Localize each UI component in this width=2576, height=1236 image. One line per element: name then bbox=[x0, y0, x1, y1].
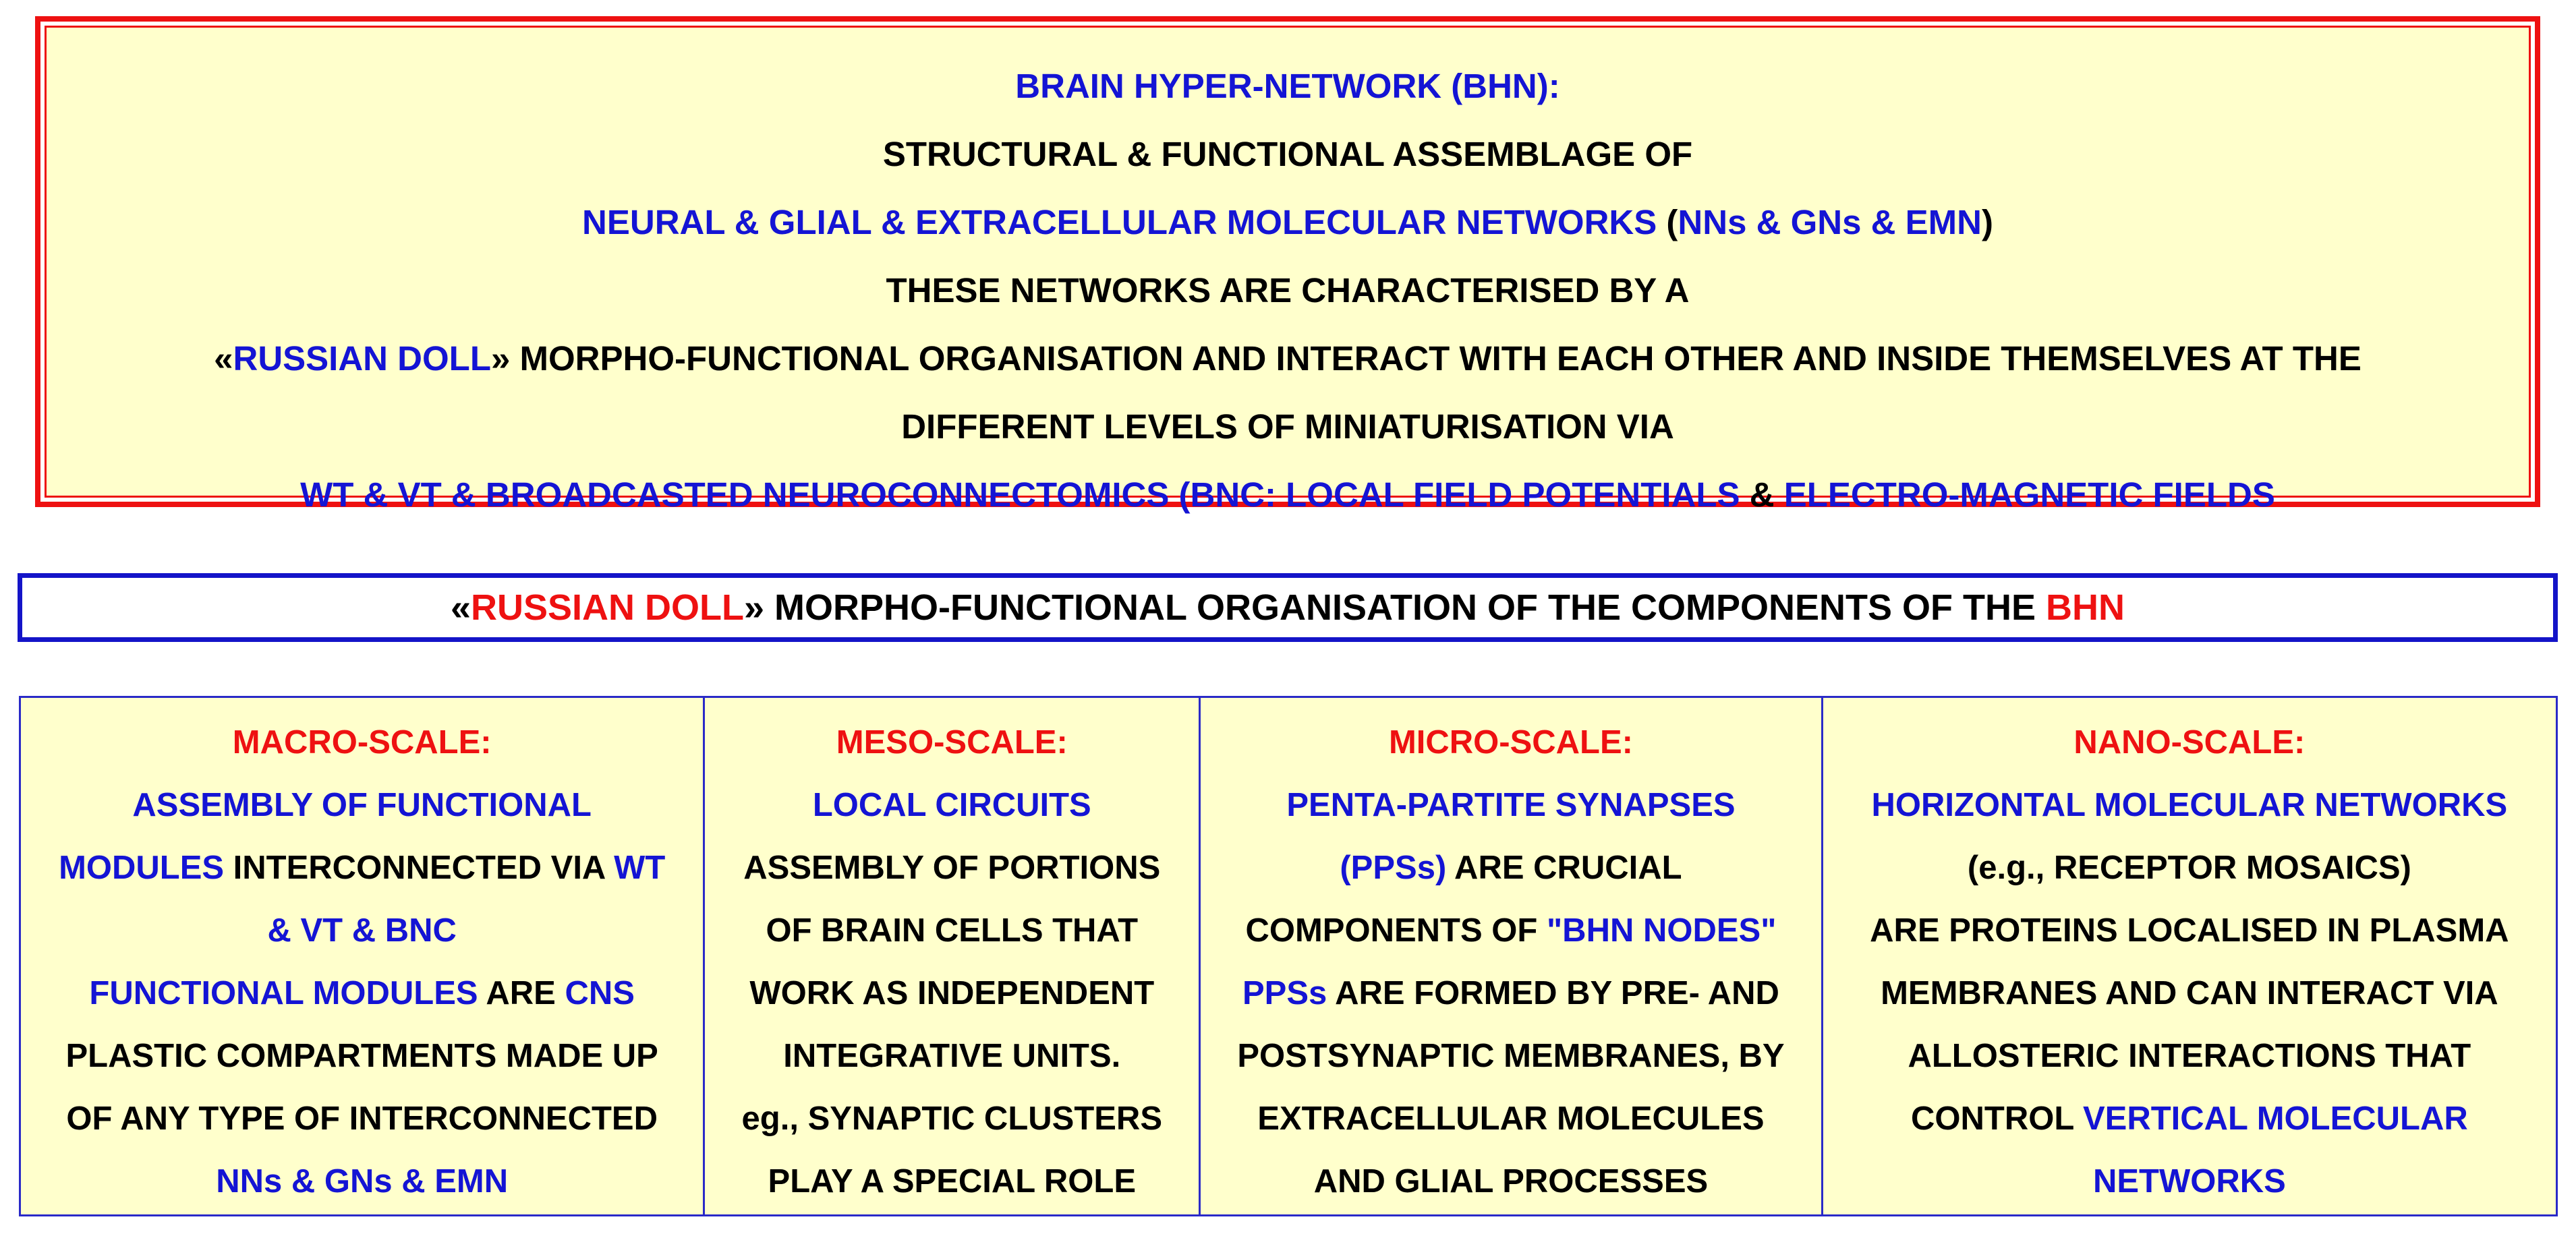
title-middle: » MORPHO-FUNCTIONAL ORGANISATION OF THE … bbox=[744, 587, 2047, 628]
micro-line-2: (PPSs) ARE CRUCIAL bbox=[1201, 837, 1821, 900]
paren-open: ( bbox=[1657, 203, 1678, 241]
networks-names: NEURAL & GLIAL & EXTRACELLULAR MOLECULAR… bbox=[582, 203, 1657, 241]
meso-line-3: OF BRAIN CELLS THAT bbox=[766, 912, 1139, 949]
bhn-title: BRAIN HYPER-NETWORK (BHN): bbox=[1015, 67, 1560, 105]
nano-line-4: MEMBRANES AND CAN INTERACT VIA bbox=[1881, 975, 2498, 1011]
micro-scale-column: MICRO-SCALE: PENTA-PARTITE SYNAPSES (PPS… bbox=[1201, 698, 1823, 1214]
em-fields: ELECTRO-MAGNETIC FIELDS bbox=[1783, 475, 2275, 514]
macro-interconnected: INTERCONNECTED VIA bbox=[224, 850, 614, 886]
micro-ppss-2: PPSs bbox=[1242, 975, 1327, 1011]
meso-line-1: LOCAL CIRCUITS bbox=[812, 787, 1091, 823]
bhn-definition-box: BRAIN HYPER-NETWORK (BHN): STRUCTURAL & … bbox=[35, 16, 2540, 514]
macro-line-5: PLASTIC COMPARTMENTS MADE UP bbox=[65, 1038, 658, 1074]
macro-line-6: OF ANY TYPE OF INTERCONNECTED bbox=[66, 1100, 658, 1137]
micro-heading: MICRO-SCALE: bbox=[1388, 724, 1633, 761]
nano-vertical-molecular: VERTICAL MOLECULAR bbox=[2082, 1100, 2468, 1137]
meso-line-5: INTEGRATIVE UNITS. bbox=[783, 1038, 1121, 1074]
macro-functional-modules: FUNCTIONAL MODULES bbox=[89, 975, 478, 1011]
meso-line-2: ASSEMBLY OF PORTIONS bbox=[743, 850, 1161, 886]
macro-wt: WT bbox=[614, 850, 666, 886]
meso-heading: MESO-SCALE: bbox=[836, 724, 1068, 761]
nano-heading: NANO-SCALE: bbox=[2073, 724, 2306, 761]
bhn-networks-line: NEURAL & GLIAL & EXTRACELLULAR MOLECULAR… bbox=[47, 188, 2529, 256]
macro-cns: CNS bbox=[565, 975, 635, 1011]
guillemet-open: « bbox=[214, 339, 233, 378]
meso-scale-column: MESO-SCALE: LOCAL CIRCUITS ASSEMBLY OF P… bbox=[705, 698, 1201, 1214]
bhn-definition-text: BRAIN HYPER-NETWORK (BHN): STRUCTURAL & … bbox=[47, 52, 2529, 529]
macro-line-2: MODULES INTERCONNECTED VIA WT bbox=[21, 837, 703, 900]
scale-table: MACRO-SCALE: ASSEMBLY OF FUNCTIONAL MODU… bbox=[19, 696, 2558, 1216]
title-bhn: BHN bbox=[2046, 587, 2125, 628]
macro-line-1: ASSEMBLY OF FUNCTIONAL bbox=[132, 787, 592, 823]
macro-scale-column: MACRO-SCALE: ASSEMBLY OF FUNCTIONAL MODU… bbox=[21, 698, 706, 1214]
nano-line-1: HORIZONTAL MOLECULAR NETWORKS bbox=[1871, 787, 2508, 823]
micro-line-3: COMPONENTS OF "BHN NODES" bbox=[1201, 900, 1821, 962]
bhn-transmission-line: WT & VT & BROADCASTED NEUROCONNECTOMICS … bbox=[47, 461, 2529, 529]
bhn-characterised-line: THESE NETWORKS ARE CHARACTERISED BY A bbox=[886, 271, 1690, 310]
bhn-russian-doll-line: «RUSSIAN DOLL» MORPHO-FUNCTIONAL ORGANIS… bbox=[47, 324, 2529, 392]
micro-components-of: COMPONENTS OF bbox=[1245, 912, 1547, 949]
micro-line-5: POSTSYNAPTIC MEMBRANES, BY bbox=[1237, 1038, 1785, 1074]
russian-doll-rest: » MORPHO-FUNCTIONAL ORGANISATION AND INT… bbox=[490, 339, 2362, 378]
meso-line-7: PLAY A SPECIAL ROLE bbox=[768, 1163, 1137, 1200]
micro-formed-by: ARE FORMED BY PRE- AND bbox=[1327, 975, 1779, 1011]
nano-line-5: ALLOSTERIC INTERACTIONS THAT bbox=[1908, 1038, 2471, 1074]
micro-ppss: (PPSs) bbox=[1340, 850, 1447, 886]
russian-doll-term: RUSSIAN DOLL bbox=[233, 339, 491, 378]
title-guillemet: « bbox=[450, 587, 471, 628]
meso-line-4: WORK AS INDEPENDENT bbox=[749, 975, 1155, 1011]
nano-line-6: CONTROL VERTICAL MOLECULAR bbox=[1823, 1088, 2556, 1150]
nano-control: CONTROL bbox=[1911, 1100, 2083, 1137]
micro-bhn-nodes: "BHN NODES" bbox=[1546, 912, 1777, 949]
nano-line-7: NETWORKS bbox=[2092, 1163, 2286, 1200]
meso-line-6: eg., SYNAPTIC CLUSTERS bbox=[741, 1100, 1163, 1137]
bhn-definition-inner-frame: BRAIN HYPER-NETWORK (BHN): STRUCTURAL & … bbox=[45, 26, 2531, 514]
nano-line-3: ARE PROTEINS LOCALISED IN PLASMA bbox=[1870, 912, 2509, 949]
macro-line-3: & VT & BNC bbox=[267, 912, 457, 949]
micro-line-7: AND GLIAL PROCESSES bbox=[1313, 1163, 1709, 1200]
transmission-modes: WT & VT & BROADCASTED NEUROCONNECTOMICS … bbox=[300, 475, 1740, 514]
macro-are: ARE bbox=[478, 975, 565, 1011]
nano-line-2: (e.g., RECEPTOR MOSAICS) bbox=[1967, 850, 2411, 886]
macro-line-7: NNs & GNs & EMN bbox=[216, 1163, 509, 1200]
micro-line-1: PENTA-PARTITE SYNAPSES bbox=[1286, 787, 1736, 823]
bhn-levels-line: DIFFERENT LEVELS OF MINIATURISATION VIA bbox=[901, 407, 1674, 446]
macro-line-4: FUNCTIONAL MODULES ARE CNS bbox=[21, 962, 703, 1025]
paren-close: ) bbox=[1981, 203, 1993, 241]
networks-abbr: NNs & GNs & EMN bbox=[1678, 203, 1982, 241]
micro-line-6: EXTRACELLULAR MOLECULES bbox=[1257, 1100, 1765, 1137]
nano-scale-column: NANO-SCALE: HORIZONTAL MOLECULAR NETWORK… bbox=[1823, 698, 2556, 1214]
bhn-subtitle: STRUCTURAL & FUNCTIONAL ASSEMBLAGE OF bbox=[882, 135, 1693, 173]
title-russian-doll: RUSSIAN DOLL bbox=[471, 587, 745, 628]
macro-heading: MACRO-SCALE: bbox=[232, 724, 492, 761]
macro-modules: MODULES bbox=[59, 850, 225, 886]
ampersand: & bbox=[1740, 475, 1784, 514]
micro-crucial: ARE CRUCIAL bbox=[1446, 850, 1682, 886]
russian-doll-title-bar: «RUSSIAN DOLL» MORPHO-FUNCTIONAL ORGANIS… bbox=[18, 573, 2558, 642]
micro-line-4: PPSs ARE FORMED BY PRE- AND bbox=[1201, 962, 1821, 1025]
